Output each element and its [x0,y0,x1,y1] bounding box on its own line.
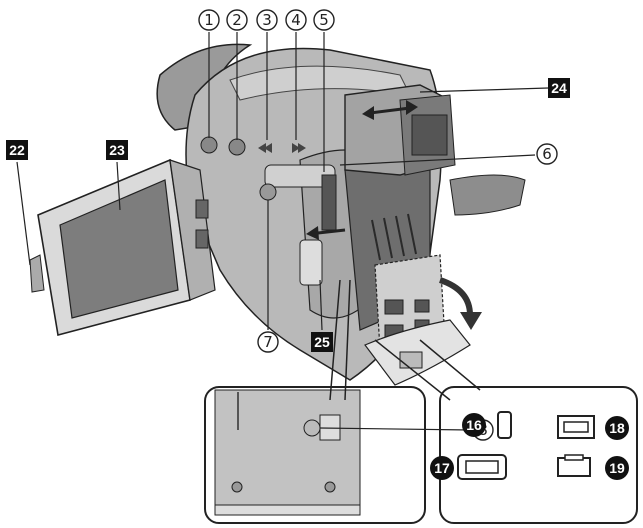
disc-label-18: 18 [605,416,629,440]
svg-text:5: 5 [319,11,329,29]
inset-box-right [439,386,638,524]
circled-label-7: 7 [257,331,279,353]
svg-text:4: 4 [291,11,301,29]
circled-label-4: 4 [285,9,307,31]
circled-label-2: 2 [226,9,248,31]
rewind-icon [258,143,272,153]
disc-label-16: 16 [462,413,486,437]
svg-text:25: 25 [314,334,330,350]
fast-forward-icon [292,143,306,153]
boxed-label-25: 25 [311,332,333,352]
svg-text:6: 6 [542,145,552,163]
svg-text:7: 7 [263,333,273,351]
lcd-monitor [29,158,216,336]
disc-label-19: 19 [605,456,629,480]
svg-text:23: 23 [109,142,125,158]
svg-text:2: 2 [232,11,242,29]
boxed-label-22: 22 [6,140,28,160]
circled-label-6: 6 [536,143,558,165]
disc-label-17: 17 [430,456,454,480]
circled-label-5: 5 [313,9,335,31]
svg-text:19: 19 [609,460,625,476]
circled-label-1: 1 [198,9,220,31]
svg-text:18: 18 [609,420,625,436]
svg-text:3: 3 [262,11,272,29]
svg-text:24: 24 [551,80,567,96]
camcorder-body [156,43,526,386]
leader-lines [16,32,549,431]
inset-connectors [329,279,481,401]
svg-text:17: 17 [434,460,450,476]
svg-text:16: 16 [466,417,482,433]
boxed-label-24: 24 [548,78,570,98]
svg-text:22: 22 [9,142,25,158]
inset-box-left [204,386,426,524]
boxed-label-23: 23 [106,140,128,160]
svg-text:1: 1 [204,11,214,29]
circled-label-3: 3 [256,9,278,31]
